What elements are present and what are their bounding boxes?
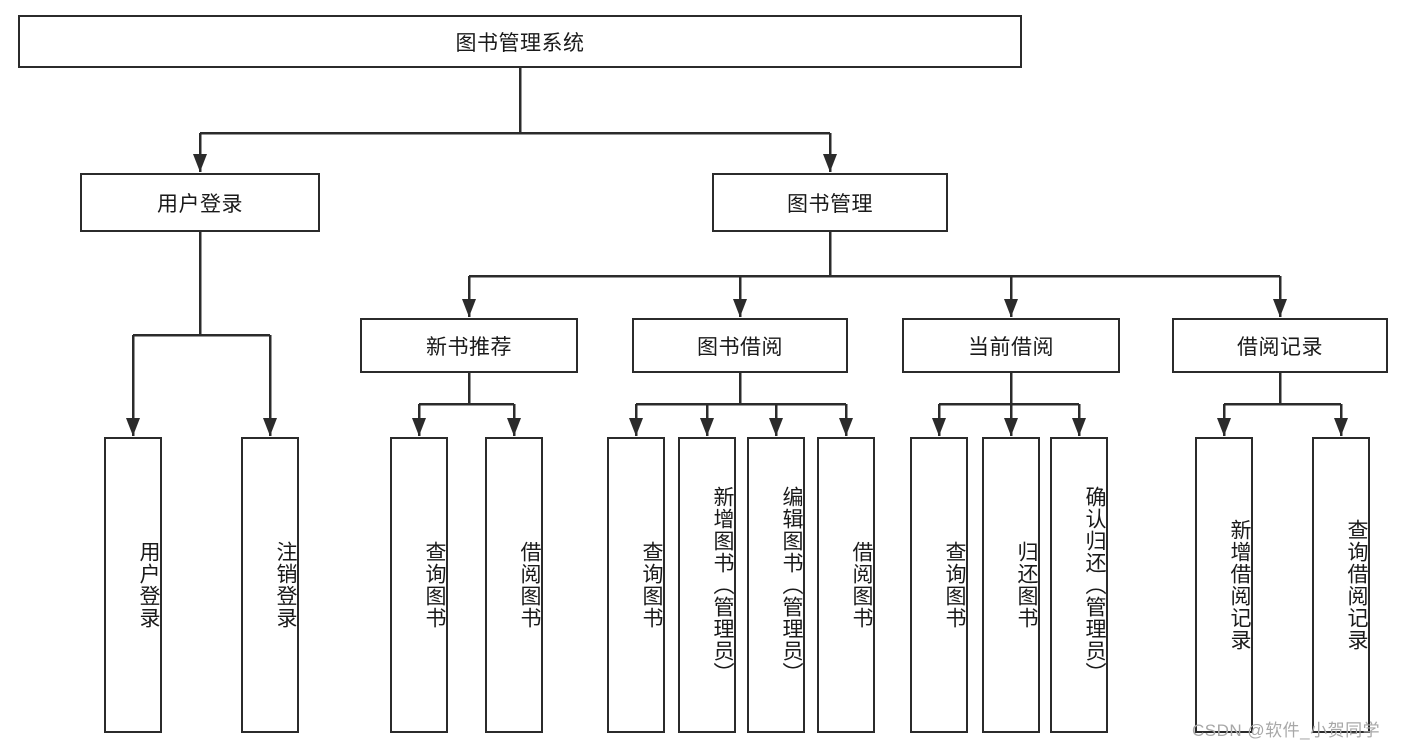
arrow-book_borrow-leaf_bb_borrow bbox=[839, 418, 853, 436]
arrow-user_login-leaf_user_logout bbox=[263, 418, 277, 436]
node-leaf_br_add[interactable]: 新增借阅记录 bbox=[1195, 437, 1253, 733]
node-label: 新书推荐 bbox=[426, 335, 512, 359]
watermark-label: CSDN @软件_小贺同学 bbox=[1192, 721, 1381, 740]
node-label: 图书管理 bbox=[787, 192, 873, 216]
arrow-book_borrow-leaf_bb_add bbox=[700, 418, 714, 436]
arrow-borrow_record-leaf_br_query bbox=[1334, 418, 1348, 436]
node-label: 借阅图书 bbox=[518, 541, 541, 629]
arrow-user_login-leaf_user_login bbox=[126, 418, 140, 436]
arrow-current_borrow-leaf_cb_confirm bbox=[1072, 418, 1086, 436]
node-leaf_bb_add[interactable]: 新增图书（管理员） bbox=[678, 437, 736, 733]
node-leaf_cb_return[interactable]: 归还图书 bbox=[982, 437, 1040, 733]
node-book_borrow[interactable]: 图书借阅 bbox=[632, 318, 848, 373]
node-label: 新增借阅记录 bbox=[1228, 519, 1251, 651]
node-leaf_rec_query[interactable]: 查询图书 bbox=[390, 437, 448, 733]
node-leaf_user_login[interactable]: 用户登录 bbox=[104, 437, 162, 733]
arrow-book_mgmt-borrow_record bbox=[1273, 299, 1287, 317]
node-leaf_cb_confirm[interactable]: 确认归还（管理员） bbox=[1050, 437, 1108, 733]
node-leaf_cb_query[interactable]: 查询图书 bbox=[910, 437, 968, 733]
node-label: 注销登录 bbox=[274, 541, 297, 629]
arrow-book_mgmt-current_borrow bbox=[1004, 299, 1018, 317]
arrow-current_borrow-leaf_cb_return bbox=[1004, 418, 1018, 436]
node-label: 编辑图书（管理员） bbox=[780, 486, 803, 684]
node-label: 查询图书 bbox=[640, 541, 663, 629]
node-borrow_record[interactable]: 借阅记录 bbox=[1172, 318, 1388, 373]
node-leaf_br_query[interactable]: 查询借阅记录 bbox=[1312, 437, 1370, 733]
node-leaf_rec_borrow[interactable]: 借阅图书 bbox=[485, 437, 543, 733]
node-label: 借阅图书 bbox=[850, 541, 873, 629]
node-leaf_bb_edit[interactable]: 编辑图书（管理员） bbox=[747, 437, 805, 733]
node-new_book_rec[interactable]: 新书推荐 bbox=[360, 318, 578, 373]
arrow-book_mgmt-book_borrow bbox=[733, 299, 747, 317]
arrow-borrow_record-leaf_br_add bbox=[1217, 418, 1231, 436]
node-label: 归还图书 bbox=[1015, 541, 1038, 629]
arrow-new_book_rec-leaf_rec_query bbox=[412, 418, 426, 436]
node-label: 用户登录 bbox=[157, 192, 243, 216]
node-label: 图书借阅 bbox=[697, 335, 783, 359]
node-label: 查询图书 bbox=[423, 541, 446, 629]
arrow-book_borrow-leaf_bb_query bbox=[629, 418, 643, 436]
arrow-book_mgmt-new_book_rec bbox=[462, 299, 476, 317]
node-label: 新增图书（管理员） bbox=[711, 486, 734, 684]
arrow-book_borrow-leaf_bb_edit bbox=[769, 418, 783, 436]
node-leaf_bb_query[interactable]: 查询图书 bbox=[607, 437, 665, 733]
node-label: 确认归还（管理员） bbox=[1083, 486, 1106, 684]
node-root[interactable]: 图书管理系统 bbox=[18, 15, 1022, 68]
arrow-current_borrow-leaf_cb_query bbox=[932, 418, 946, 436]
node-book_mgmt[interactable]: 图书管理 bbox=[712, 173, 948, 232]
node-label: 查询借阅记录 bbox=[1345, 519, 1368, 651]
arrow-root-user_login bbox=[193, 154, 207, 172]
node-label: 图书管理系统 bbox=[455, 31, 585, 55]
arrow-root-book_mgmt bbox=[823, 154, 837, 172]
node-leaf_bb_borrow[interactable]: 借阅图书 bbox=[817, 437, 875, 733]
node-leaf_user_logout[interactable]: 注销登录 bbox=[241, 437, 299, 733]
node-label: 借阅记录 bbox=[1237, 335, 1323, 359]
arrow-new_book_rec-leaf_rec_borrow bbox=[507, 418, 521, 436]
node-current_borrow[interactable]: 当前借阅 bbox=[902, 318, 1120, 373]
node-label: 查询图书 bbox=[943, 541, 966, 629]
node-user_login[interactable]: 用户登录 bbox=[80, 173, 320, 232]
node-label: 用户登录 bbox=[137, 541, 160, 629]
node-label: 当前借阅 bbox=[968, 335, 1054, 359]
